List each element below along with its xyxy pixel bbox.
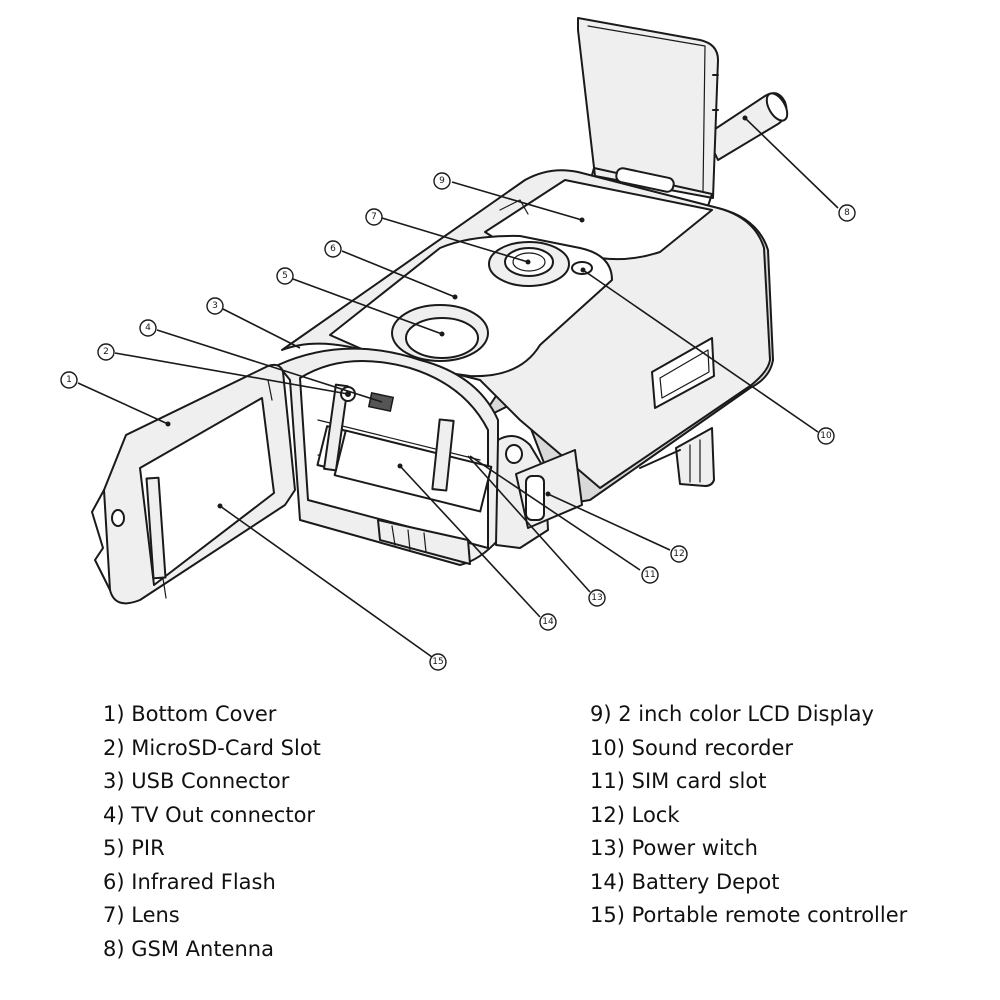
camera-exploded-diagram: 1 2 3 4 5 6 7 8 9 10 11 12 13 14 15 xyxy=(60,17,856,671)
callout-14: 14 xyxy=(539,613,557,631)
legend-item: 3) USB Connector xyxy=(103,769,290,793)
callout-5: 5 xyxy=(276,267,294,285)
legend-item: 12) Lock xyxy=(590,802,680,827)
legend-item: 6) Infrared Flash xyxy=(103,869,276,894)
callout-15: 15 xyxy=(429,653,447,671)
callout-2: 2 xyxy=(97,343,115,361)
leader-lines xyxy=(77,117,839,658)
callout-label: 6 xyxy=(330,244,336,254)
legend-item: 1) Bottom Cover xyxy=(103,702,277,726)
legend-item: 11) SIM card slot xyxy=(590,769,767,793)
callout-label: 10 xyxy=(820,431,832,441)
legend-item: 9) 2 inch color LCD Display xyxy=(590,702,874,726)
callout-label: 7 xyxy=(371,212,377,222)
callout-label: 13 xyxy=(591,593,602,603)
legend-column-right: 9) 2 inch color LCD Display 10) Sound re… xyxy=(590,698,907,933)
callout-6: 6 xyxy=(324,240,342,258)
callout-label: 9 xyxy=(439,176,445,186)
callout-label: 14 xyxy=(542,617,554,627)
callout-label: 2 xyxy=(103,347,109,357)
callout-10: 10 xyxy=(817,427,835,445)
callout-label: 11 xyxy=(644,570,655,580)
legend-item: 8) GSM Antenna xyxy=(103,936,274,961)
bottom-cover-door xyxy=(91,363,296,605)
gsm-antenna xyxy=(705,92,789,161)
legend-item: 2) MicroSD-Card Slot xyxy=(103,735,321,760)
legend-item: 15) Portable remote controller xyxy=(590,903,908,927)
battery-compartment xyxy=(277,347,583,566)
legend-item: 5) PIR xyxy=(103,836,165,860)
callout-label: 15 xyxy=(432,657,443,667)
callout-12: 12 xyxy=(670,545,688,563)
legend-item: 13) Power witch xyxy=(590,836,758,860)
callout-label: 5 xyxy=(282,271,288,281)
legend-item: 4) TV Out connector xyxy=(103,802,316,827)
callout-label: 4 xyxy=(145,323,151,333)
callout-3: 3 xyxy=(206,297,224,315)
legend-item: 10) Sound recorder xyxy=(590,735,794,760)
callout-label: 12 xyxy=(673,549,684,559)
callout-label: 8 xyxy=(844,208,850,218)
legend-item: 7) Lens xyxy=(103,903,180,927)
callout-4: 4 xyxy=(139,319,157,337)
camera-body xyxy=(281,169,774,506)
lcd-flip-cover xyxy=(577,17,719,207)
callout-7: 7 xyxy=(365,208,383,226)
callout-8: 8 xyxy=(838,204,856,222)
callout-13: 13 xyxy=(588,589,606,607)
legend-item: 14) Battery Depot xyxy=(590,869,780,894)
parts-legend: 1) Bottom Cover 2) MicroSD-Card Slot 3) … xyxy=(0,698,1000,988)
camera-drawing: 1 2 3 4 5 6 7 8 9 10 11 12 13 14 15 xyxy=(60,17,856,671)
callout-11: 11 xyxy=(641,566,659,584)
leader-dots xyxy=(165,115,748,509)
callout-label: 3 xyxy=(212,301,218,311)
callout-1: 1 xyxy=(60,371,78,389)
legend-column-left: 1) Bottom Cover 2) MicroSD-Card Slot 3) … xyxy=(103,698,321,966)
callout-label: 1 xyxy=(66,375,72,385)
callout-9: 9 xyxy=(433,172,451,190)
